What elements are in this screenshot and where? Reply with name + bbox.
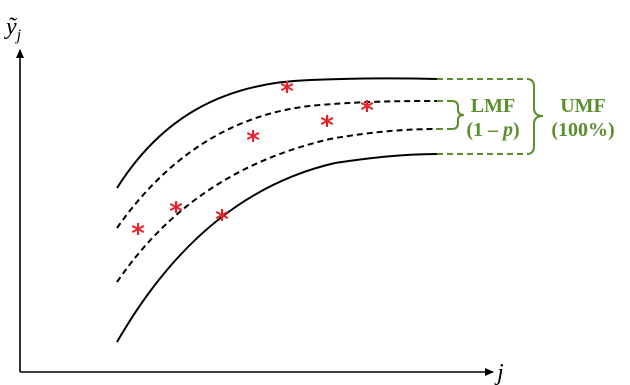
lower-lmf-curve — [116, 128, 438, 283]
lmf-fraction-label: (1 – p) — [466, 119, 519, 141]
y-axis-subscript: j — [15, 27, 22, 44]
y-axis-label: ỹj — [4, 14, 22, 44]
data-marker: * — [320, 111, 334, 141]
lower-umf-curve — [116, 153, 438, 343]
brackets — [437, 78, 544, 155]
x-axis-label: j — [494, 360, 504, 385]
lmf-label: LMF — [471, 95, 515, 117]
lmf-brace — [451, 100, 465, 130]
upper-umf-curve — [116, 77, 438, 189]
data-marker: * — [246, 126, 260, 156]
umf-label: UMF — [560, 95, 606, 117]
data-marker: * — [169, 197, 183, 227]
data-marker: * — [360, 96, 374, 126]
umf-brace — [526, 78, 544, 155]
data-markers: * * * * * * * — [131, 77, 374, 249]
upper-lmf-curve — [116, 100, 438, 229]
umf-percent-label: (100%) — [551, 119, 614, 141]
data-marker: * — [215, 205, 229, 235]
data-marker: * — [131, 219, 145, 249]
data-marker: * — [280, 77, 294, 107]
